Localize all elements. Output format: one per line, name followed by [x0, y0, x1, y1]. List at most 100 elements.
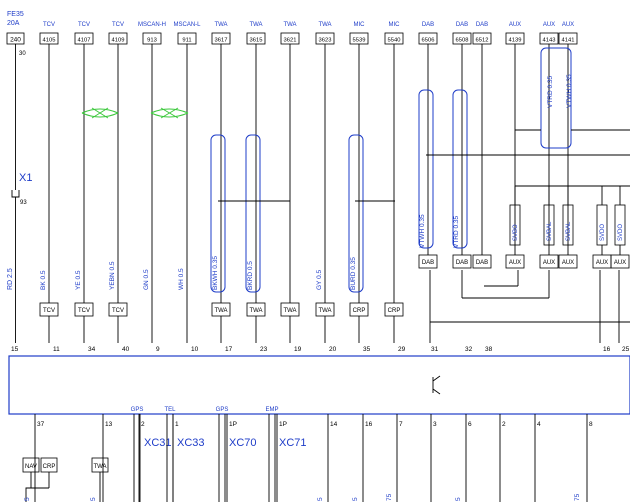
terminal-code: 4139: [509, 38, 522, 44]
wire-label: BURD 0.35: [350, 257, 357, 290]
connector-terminal: TWA: [318, 308, 331, 314]
shield-dab-2: [452, 89, 468, 249]
bottom-pin: 1P: [279, 421, 287, 428]
block-pin: 17: [225, 346, 233, 353]
connector-terminal-box: [418, 254, 438, 269]
terminal-twa: TWA: [93, 464, 106, 470]
terminal-label: AUX: [543, 22, 555, 28]
bottom-pin: 2: [502, 421, 506, 428]
bottom-connector-name: XC33: [177, 437, 205, 449]
bottom-pin: 1: [175, 421, 179, 428]
connector-terminal: TWA: [283, 308, 296, 314]
block-pin: 11: [53, 346, 60, 353]
twist-tcv-cross-b: [91, 107, 109, 119]
edge-wire-label: 75: [574, 493, 581, 501]
terminal-label: TWA: [318, 22, 331, 28]
terminal-code: 4105: [43, 38, 56, 44]
terminal-crp: CRP: [43, 464, 56, 470]
terminal-code: 913: [147, 38, 157, 44]
terminal-code: 4141: [562, 38, 575, 44]
terminal-code: 6506: [422, 38, 435, 44]
terminal-label: AUX: [562, 22, 574, 28]
bottom-pin: 3: [433, 421, 437, 428]
terminal-code: 4109: [112, 38, 125, 44]
terminal-label: TCV: [43, 22, 55, 28]
connector-terminal: TCV: [78, 308, 90, 314]
bottom-pin: 37: [37, 421, 45, 428]
terminal-label: TWA: [249, 22, 262, 28]
shield-block-label: SVBAL: [547, 221, 553, 241]
edge-wire-label: 5: [317, 497, 324, 501]
bottom-pin: 1P: [229, 421, 237, 428]
wire-label: BKRD 0.5: [247, 261, 254, 290]
connector-terminal: DAB: [456, 260, 468, 266]
edge-wire-label: 5: [455, 497, 462, 501]
fuse-pin: 30: [19, 51, 26, 57]
terminal-code: 4107: [78, 38, 91, 44]
connector-terminal: TCV: [43, 308, 55, 314]
connector-terminal-box: [472, 254, 492, 269]
terminal-label: MSCAN-H: [138, 22, 166, 28]
twist-can-arc-top: [150, 108, 189, 114]
terminal-code: 4143: [543, 38, 556, 44]
block-pin: 20: [329, 346, 337, 353]
wire-label: WH 0.5: [178, 268, 185, 290]
wire-label: VTWH 0.35: [419, 214, 426, 248]
terminal-label: DAB: [422, 22, 434, 28]
ground-links: [218, 129, 630, 343]
bottom-terminals: NAV CRP TWA: [22, 457, 109, 502]
edge-wire-label: 5: [90, 497, 97, 501]
block-pin: 38: [485, 346, 493, 353]
right-pin: 25: [622, 346, 630, 353]
terminal-label: DAB: [456, 22, 468, 28]
wire-label: VTRD 0.35: [453, 215, 460, 248]
wire-label: YEBN 0.5: [109, 261, 116, 290]
terminal-label: MIC: [389, 22, 401, 28]
connector-x1-pin: 93: [20, 200, 27, 206]
block-pin: 19: [294, 346, 302, 353]
bottom-connector-top: EMP: [265, 407, 278, 413]
terminal-label: TCV: [78, 22, 90, 28]
block-pin: 9: [156, 346, 160, 353]
connector-x1-label: X1: [19, 172, 32, 184]
transistor-collector: [432, 375, 441, 382]
shield-block-label: SVBO: [513, 224, 519, 241]
connector-terminal: CRP: [388, 308, 401, 314]
block-pin: 31: [431, 346, 439, 353]
shields: [210, 47, 572, 293]
top-fuse: FE35 20A 240 30: [6, 11, 26, 190]
terminal-code: 3617: [215, 38, 228, 44]
connector-terminal: DAB: [476, 260, 488, 266]
block-pin: 23: [260, 346, 268, 353]
connector-terminal-box: [539, 254, 559, 269]
block-pin: 10: [191, 346, 199, 353]
connector-terminal: AUX: [543, 260, 555, 266]
wire-label: BK 0.5: [40, 270, 47, 290]
terminal-code: 3621: [284, 38, 297, 44]
shield-mic: [348, 134, 364, 293]
wire-label: GN 0.5: [143, 269, 150, 290]
terminal-code: 5540: [388, 38, 401, 44]
wire-label: VTRD 0.35: [547, 75, 554, 108]
block-pin: 35: [363, 346, 371, 353]
wire-label: GY 0.5: [316, 269, 323, 290]
terminal-col-3: MSCAN-H 913 GN 0.5 9: [138, 22, 166, 353]
shield-twa-2: [245, 134, 261, 293]
terminal-nav: NAV: [25, 464, 37, 470]
fuse-name: FE35: [7, 11, 24, 18]
terminal-label: MSCAN-L: [173, 22, 201, 28]
connector-terminal: CRP: [353, 308, 366, 314]
bottom-connector-name: XC71: [279, 437, 307, 449]
